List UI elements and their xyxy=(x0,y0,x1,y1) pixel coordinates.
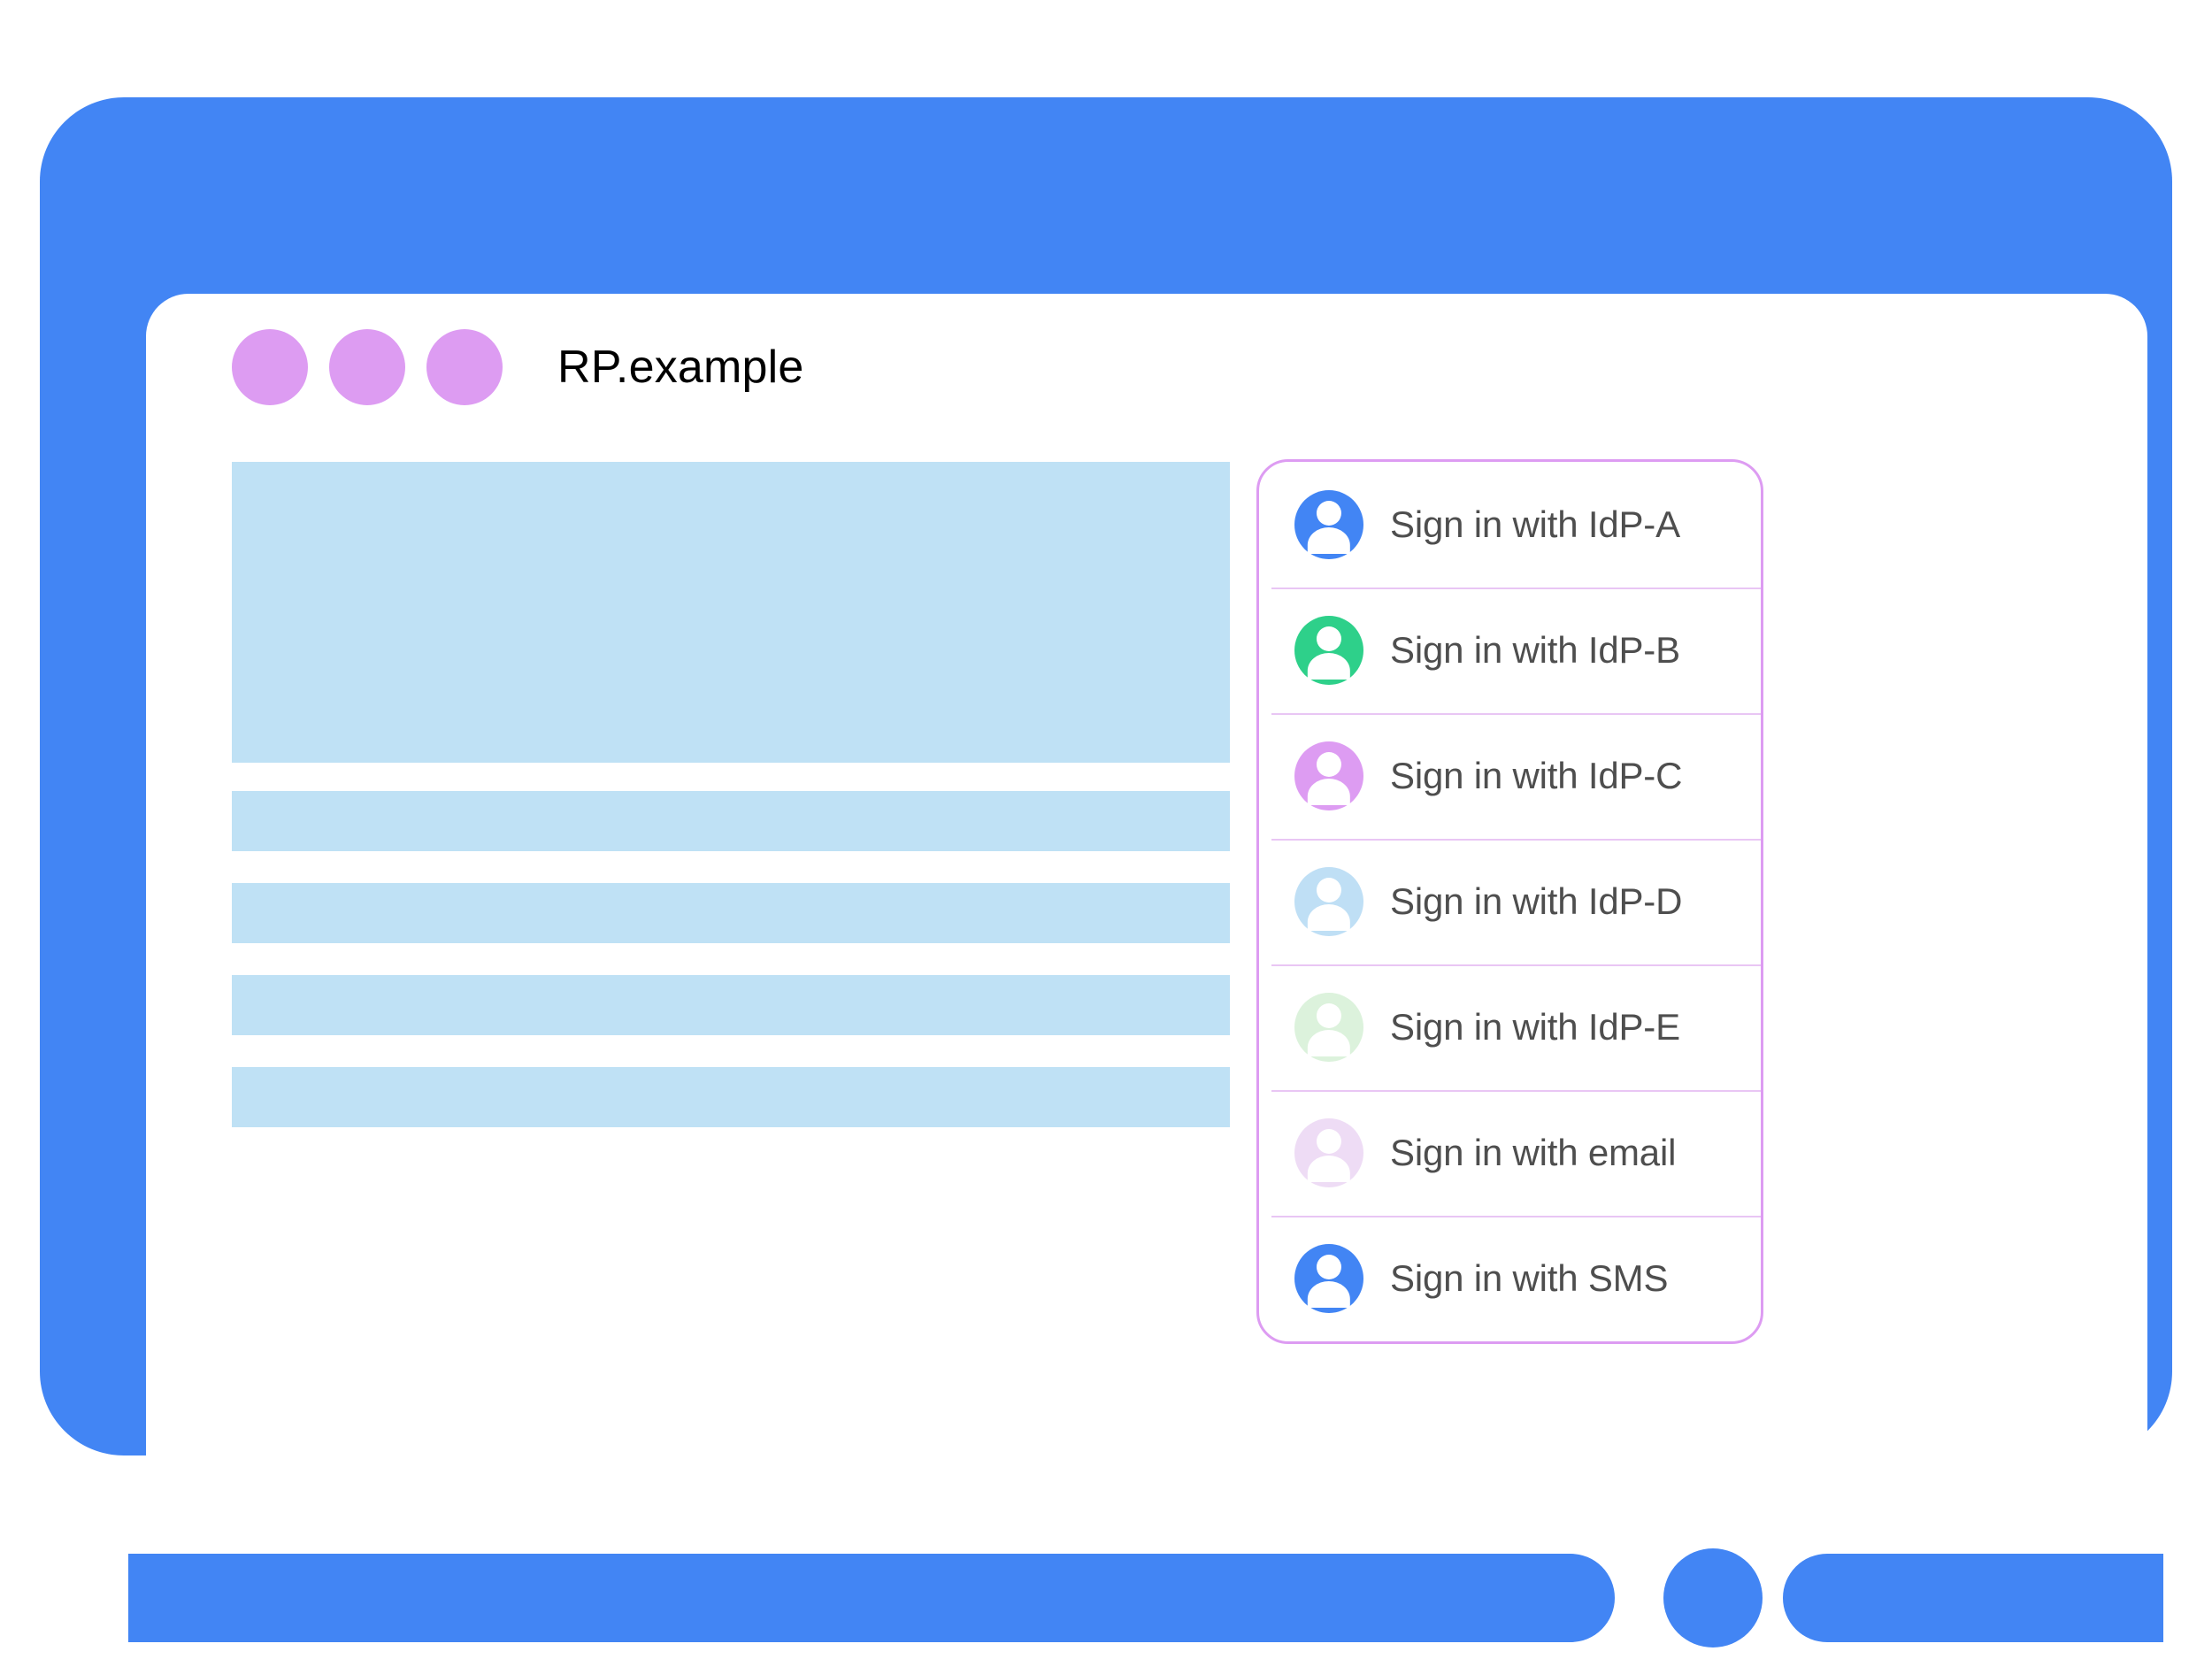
signin-option-label: Sign in with IdP-D xyxy=(1390,880,1683,922)
browser-screen: RP.example Sign in with IdP-A Sign in wi… xyxy=(146,294,2147,1550)
window-dot-maximize-icon[interactable] xyxy=(426,328,503,405)
account-avatar-icon xyxy=(1294,993,1363,1062)
signin-option-label: Sign in with IdP-E xyxy=(1390,1006,1680,1048)
signin-option-label: Sign in with IdP-C xyxy=(1390,755,1683,796)
page-content-placeholders xyxy=(232,462,1230,1159)
signin-option-idp-e[interactable]: Sign in with IdP-E xyxy=(1259,964,1761,1090)
window-controls xyxy=(232,328,503,405)
window-dot-minimize-icon[interactable] xyxy=(329,328,405,405)
content-bar-3 xyxy=(232,975,1230,1035)
content-bar-1 xyxy=(232,791,1230,851)
signin-option-idp-a[interactable]: Sign in with IdP-A xyxy=(1259,462,1761,588)
account-avatar-icon xyxy=(1294,867,1363,936)
signin-option-sms[interactable]: Sign in with SMS xyxy=(1259,1216,1761,1341)
device-bottom-bezel-left xyxy=(128,1554,1615,1642)
signin-option-label: Sign in with SMS xyxy=(1390,1257,1669,1299)
content-bar-4 xyxy=(232,1067,1230,1127)
signin-option-label: Sign in with IdP-A xyxy=(1390,503,1680,545)
content-hero-block xyxy=(232,462,1230,763)
signin-option-label: Sign in with email xyxy=(1390,1132,1677,1173)
signin-option-label: Sign in with IdP-B xyxy=(1390,629,1680,671)
content-bar-2 xyxy=(232,883,1230,943)
signin-option-idp-d[interactable]: Sign in with IdP-D xyxy=(1259,839,1761,964)
signin-option-idp-b[interactable]: Sign in with IdP-B xyxy=(1259,588,1761,713)
browser-titlebar: RP.example xyxy=(146,294,2147,440)
signin-option-idp-c[interactable]: Sign in with IdP-C xyxy=(1259,713,1761,839)
device-home-button[interactable] xyxy=(1663,1548,1763,1647)
window-dot-close-icon[interactable] xyxy=(232,328,308,405)
account-avatar-icon xyxy=(1294,741,1363,810)
account-avatar-icon xyxy=(1294,1244,1363,1313)
signin-account-chooser-panel: Sign in with IdP-A Sign in with IdP-B Si… xyxy=(1256,459,1763,1344)
signin-option-email[interactable]: Sign in with email xyxy=(1259,1090,1761,1216)
account-avatar-icon xyxy=(1294,490,1363,559)
account-avatar-icon xyxy=(1294,1118,1363,1187)
page-title: RP.example xyxy=(557,341,804,393)
device-bottom-bezel-right xyxy=(1783,1554,2163,1642)
account-avatar-icon xyxy=(1294,616,1363,685)
device-frame: RP.example Sign in with IdP-A Sign in wi… xyxy=(40,97,2172,1647)
